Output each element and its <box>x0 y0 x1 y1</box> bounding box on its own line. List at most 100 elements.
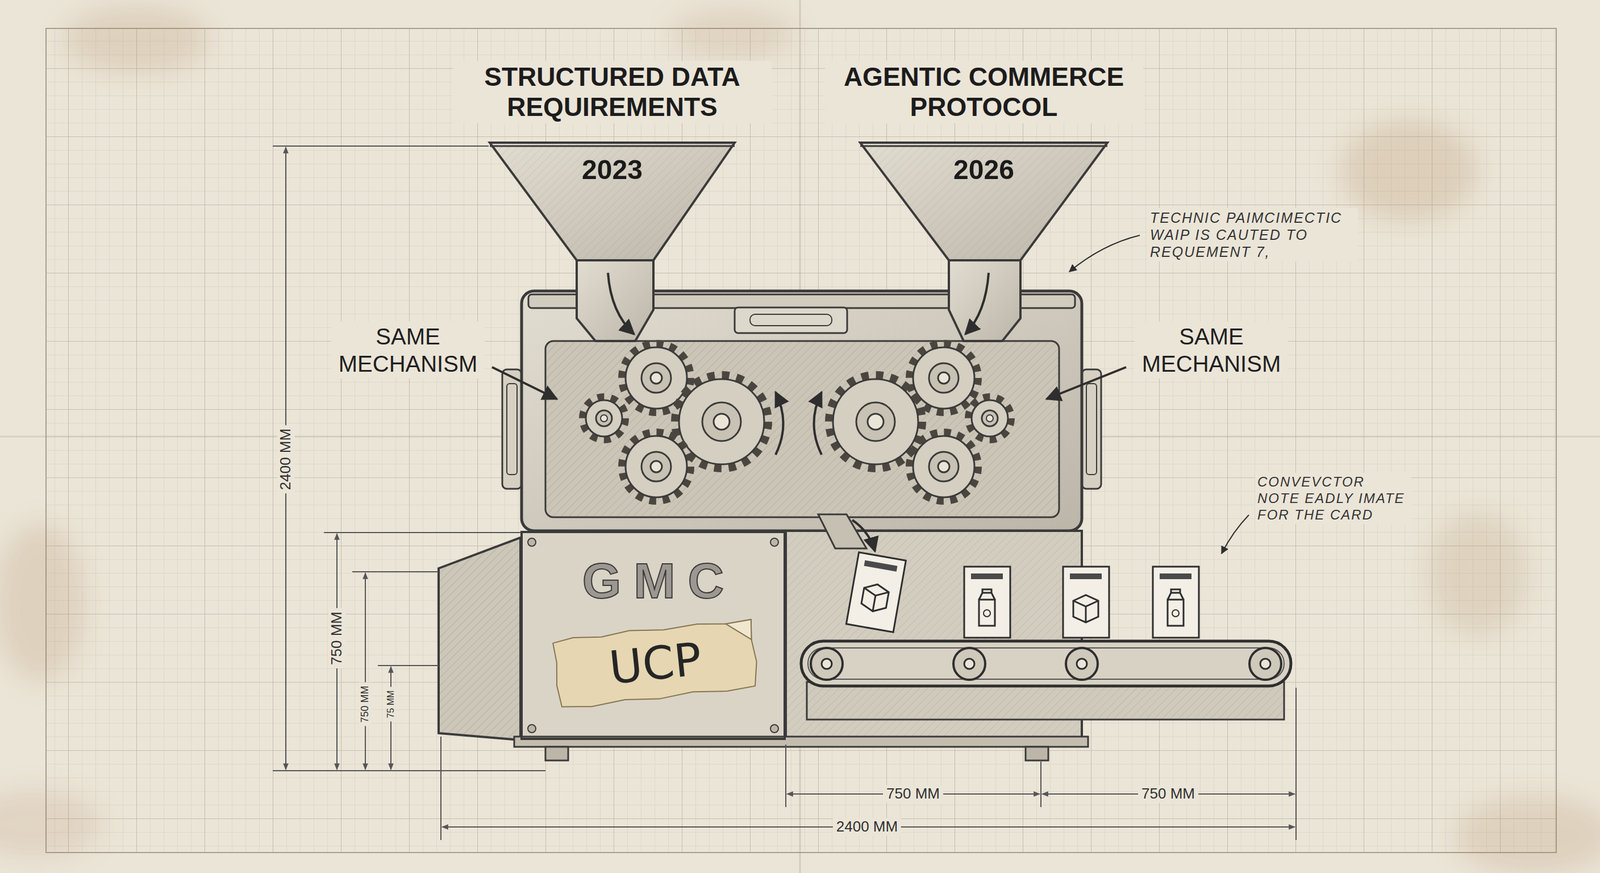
machine-base-part <box>527 538 536 547</box>
dimension-line-part <box>1295 687 1297 840</box>
gear <box>909 343 978 412</box>
gear-part <box>585 400 623 437</box>
gear-part <box>938 372 950 384</box>
dimension-line-part <box>785 744 787 807</box>
conveyor-belt-part <box>1249 647 1282 680</box>
callout-label: SAME MECHANISM <box>1134 321 1289 379</box>
gear-part <box>971 400 1008 437</box>
product-card-part <box>846 552 906 633</box>
dimension-line-part <box>323 531 521 533</box>
conveyor-belt-part <box>964 658 975 669</box>
gear-part <box>641 451 672 482</box>
machine-base-part <box>852 519 875 552</box>
callout-label: SAME MECHANISM <box>331 321 485 379</box>
hopper: AGENTIC COMMERCE PROTOCOL2026 <box>860 142 1108 261</box>
machine-housing-part <box>1086 383 1097 475</box>
product-card-part <box>983 609 991 617</box>
product-card-part <box>1167 589 1184 626</box>
gear <box>582 396 626 440</box>
product-card <box>964 566 1011 638</box>
front-panel: GMCUCP <box>520 530 786 740</box>
gear-part <box>968 396 1012 440</box>
product-card <box>1152 566 1199 638</box>
rotation-arrow-part <box>814 392 823 455</box>
gear-part <box>928 451 959 482</box>
dimension-label: 750 MM <box>359 681 372 726</box>
stains-part <box>62 5 211 74</box>
leader-arrow <box>492 235 1249 554</box>
conveyor-belt-part <box>807 647 1285 679</box>
year-label: 2026 <box>860 155 1108 186</box>
conveyor-belt-part <box>953 647 986 680</box>
conveyor-belt-part <box>810 647 843 680</box>
machine-housing-part <box>1081 369 1102 489</box>
leader-arrow-part <box>1046 367 1127 399</box>
product-card-part <box>1063 566 1110 638</box>
machine-base-part <box>438 537 521 740</box>
machine-base-part <box>818 514 867 549</box>
hopper-rim <box>860 145 1108 148</box>
paper-part <box>46 28 1557 853</box>
product-card-part <box>1152 566 1199 638</box>
conveyor-belt-part <box>801 640 1291 686</box>
conveyor-belt-part <box>806 681 1285 720</box>
gear-part <box>702 402 741 441</box>
conveyor-belt <box>801 640 1291 720</box>
gear-part <box>596 410 612 427</box>
hopper-heading: AGENTIC COMMERCE PROTOCOL <box>825 60 1144 124</box>
gear-part <box>678 378 765 465</box>
product-card-part <box>860 581 890 614</box>
leader-arrow-part <box>492 367 557 399</box>
gear-part <box>928 363 959 393</box>
machine-housing-part <box>506 383 518 475</box>
machine-housing-part <box>502 369 522 489</box>
machine-base-part <box>545 746 569 761</box>
machine-base-part <box>770 538 779 547</box>
machine-base <box>438 514 1089 761</box>
product-card-part <box>1172 609 1179 617</box>
gear-part <box>832 378 919 465</box>
dimension-line-part <box>440 736 442 840</box>
stains-part <box>1340 119 1478 222</box>
stains-part <box>1426 511 1529 637</box>
leader-arrow-part <box>1221 514 1249 554</box>
dimension-label: 2400 MM <box>832 817 902 836</box>
gear-part <box>622 432 691 501</box>
gear-part <box>650 372 662 384</box>
hopper-body <box>489 142 735 261</box>
product-card-part <box>971 573 1003 579</box>
product-card-part <box>1159 573 1192 579</box>
rotation-arrow-part <box>775 392 784 455</box>
gear <box>828 375 923 469</box>
gear-part <box>986 414 994 422</box>
machine-housing-part <box>734 307 848 333</box>
hopper-neck <box>576 259 1021 341</box>
torn-sticker: UCP <box>550 616 761 712</box>
conveyor-belt-part <box>806 681 1285 720</box>
paper-part <box>46 28 1557 853</box>
machine-base-part <box>438 537 521 740</box>
hopper-rim <box>489 145 735 148</box>
hopper-body <box>860 142 1108 261</box>
handwritten-note: TECHNIC PAIMCIMECTIC WAIP IS CAUTED TO R… <box>1147 207 1358 262</box>
conveyor-belt-part <box>1065 647 1098 680</box>
conveyor-belt-part <box>1260 658 1271 669</box>
gear <box>968 396 1012 440</box>
gear-part <box>909 432 978 501</box>
dimension-label: 2400 MM <box>276 425 295 494</box>
gear-part <box>713 413 730 430</box>
gear-part <box>909 343 978 412</box>
stains-part <box>670 8 796 60</box>
gear <box>622 432 691 501</box>
product-card-part <box>1069 573 1102 579</box>
stains-part <box>0 522 86 682</box>
hopper-neck-part <box>965 272 989 335</box>
gear-part <box>641 363 672 393</box>
dimension-line-part <box>364 572 366 770</box>
hopper-shading <box>489 142 735 261</box>
gear-part <box>981 410 998 427</box>
dimension-label: 750 MM <box>1138 784 1199 803</box>
